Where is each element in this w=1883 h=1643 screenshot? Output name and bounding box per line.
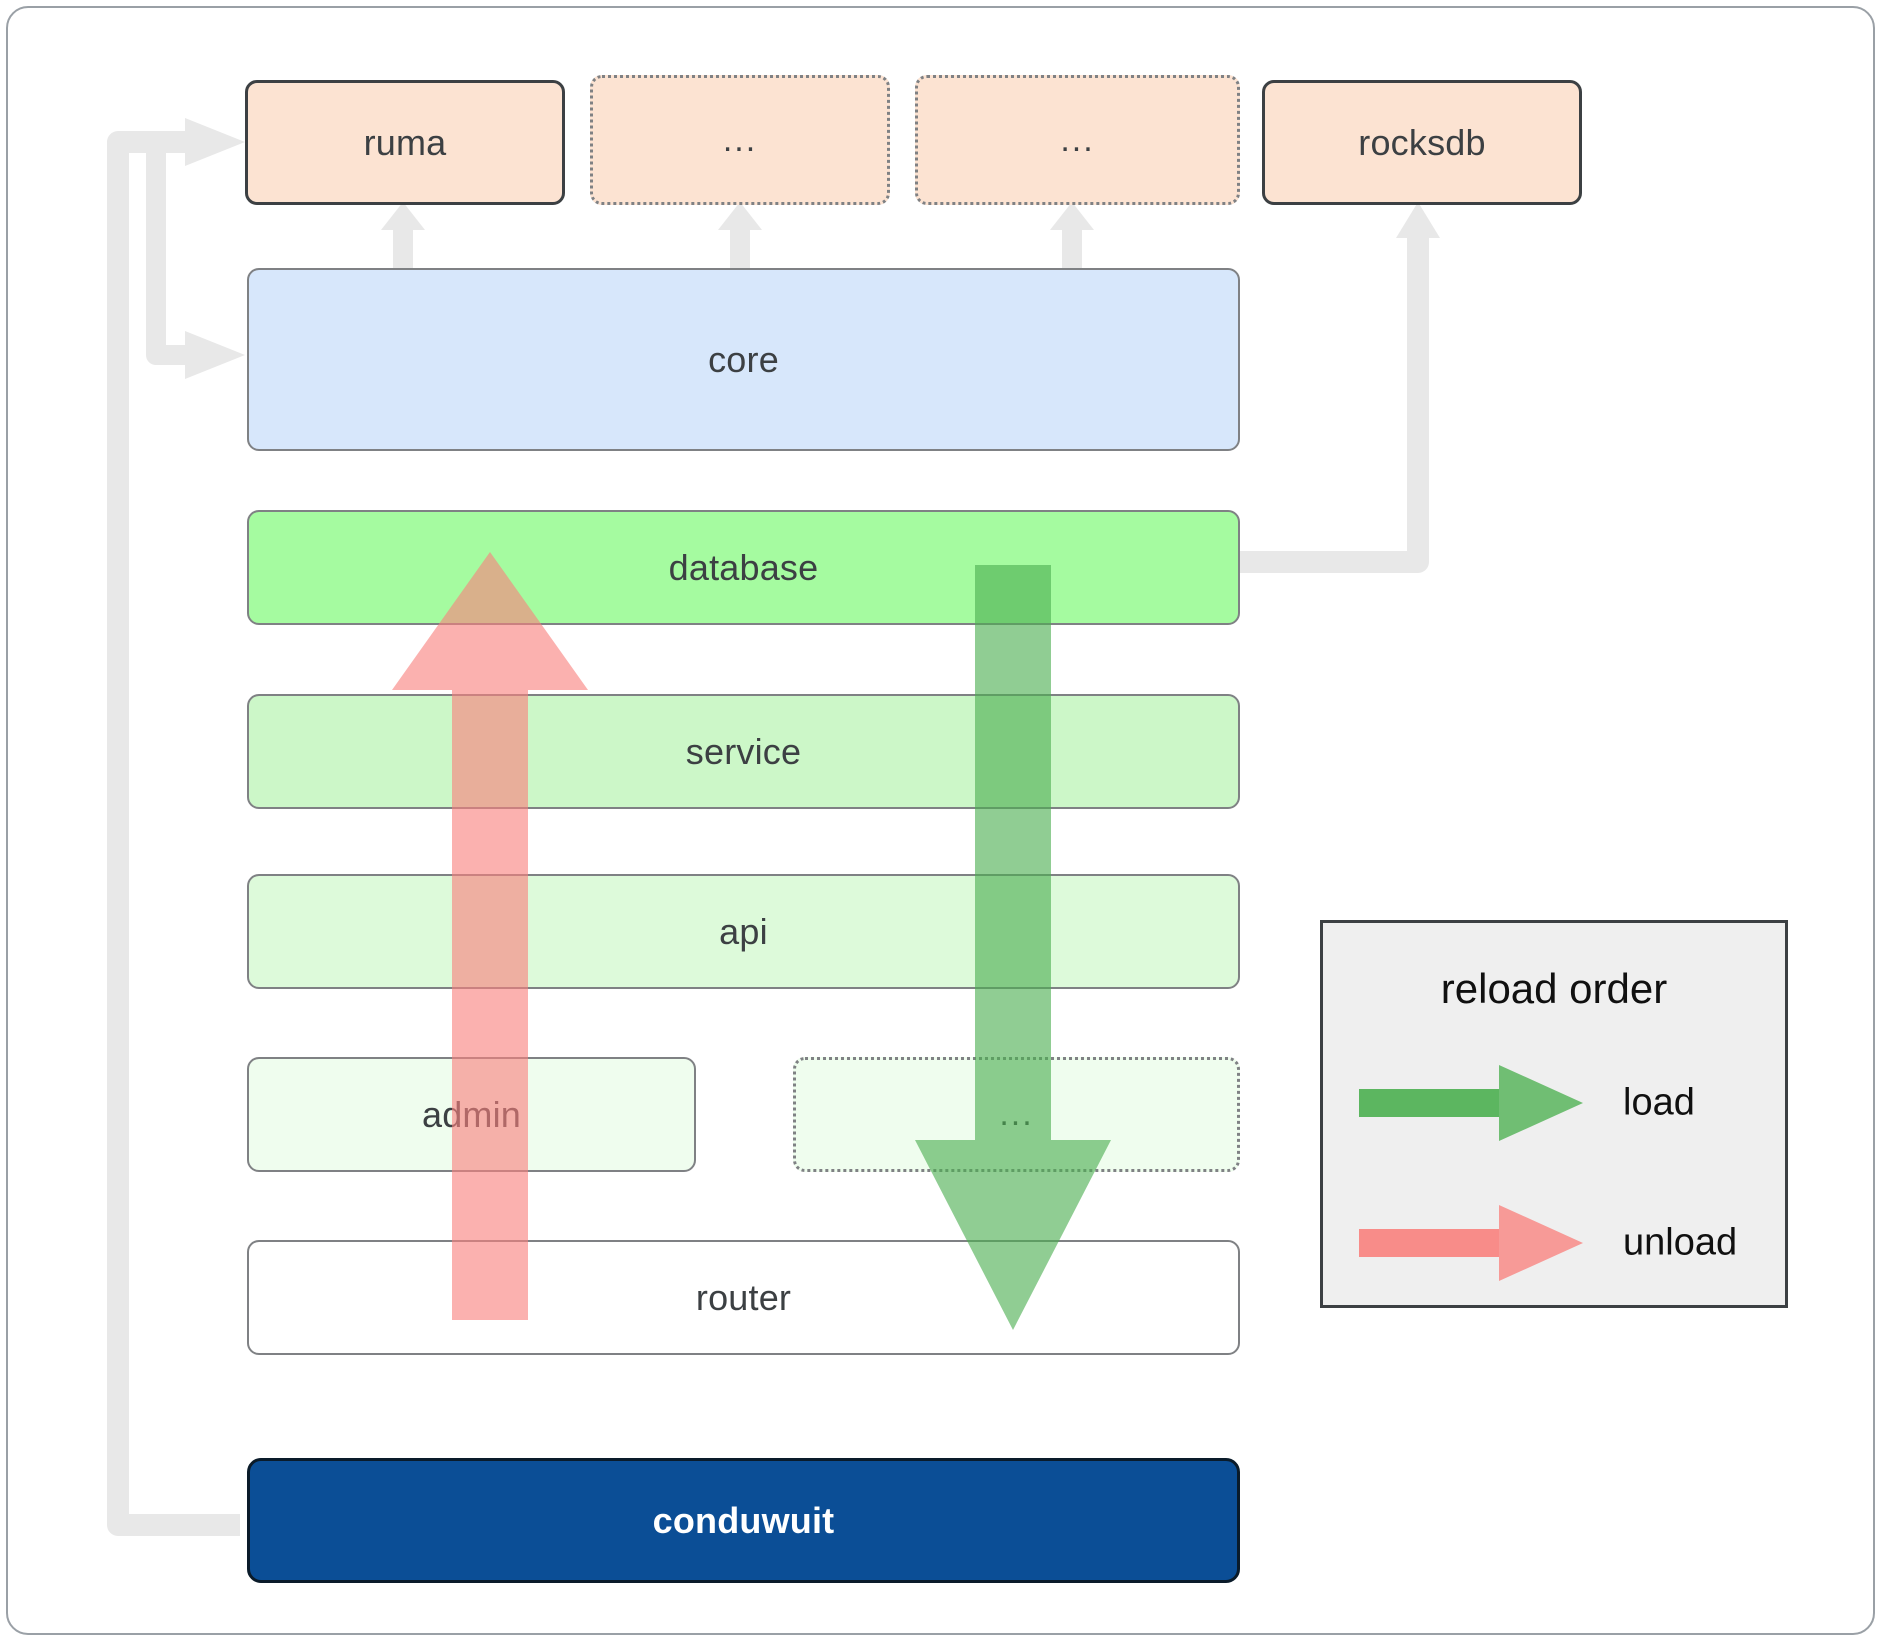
node-api[interactable]: api <box>247 874 1240 989</box>
legend-title: reload order <box>1440 965 1668 1012</box>
legend-row-unload: unload <box>1323 1198 1785 1288</box>
node-api-label: api <box>719 910 768 952</box>
node-service-label: service <box>685 730 802 772</box>
node-router[interactable]: router <box>247 1240 1240 1355</box>
unload-legend-arrow <box>1359 1205 1583 1281</box>
load-legend-arrow <box>1359 1065 1583 1141</box>
node-layer-ellipsis[interactable]: ... <box>793 1057 1240 1172</box>
node-dep-ellipsis-2[interactable]: ... <box>915 75 1240 205</box>
node-core[interactable]: core <box>247 268 1240 451</box>
node-dep-ellipsis-2-label: ... <box>1060 120 1095 159</box>
node-admin-label: admin <box>421 1093 522 1135</box>
node-service[interactable]: service <box>247 694 1240 809</box>
node-conduwuit[interactable]: conduwuit <box>247 1458 1240 1583</box>
node-router-label: router <box>695 1276 792 1318</box>
node-conduwuit-label: conduwuit <box>652 1499 835 1541</box>
node-dep-ellipsis-1[interactable]: ... <box>590 75 890 205</box>
node-ruma-label: ruma <box>363 121 447 163</box>
node-rocksdb[interactable]: rocksdb <box>1262 80 1582 205</box>
node-ruma[interactable]: ruma <box>245 80 565 205</box>
node-dep-ellipsis-1-label: ... <box>722 120 758 159</box>
node-database[interactable]: database <box>247 510 1240 625</box>
legend-label-load: load <box>1623 1081 1695 1124</box>
node-admin[interactable]: admin <box>247 1057 696 1172</box>
legend-row-load: load <box>1323 1058 1785 1148</box>
legend-panel: reload order load unload <box>1320 920 1788 1308</box>
diagram-frame <box>6 6 1875 1635</box>
node-rocksdb-label: rocksdb <box>1358 121 1486 163</box>
node-layer-ellipsis-label: ... <box>999 1095 1034 1134</box>
node-database-label: database <box>668 546 819 588</box>
legend-label-unload: unload <box>1623 1221 1738 1264</box>
node-core-label: core <box>708 338 779 380</box>
